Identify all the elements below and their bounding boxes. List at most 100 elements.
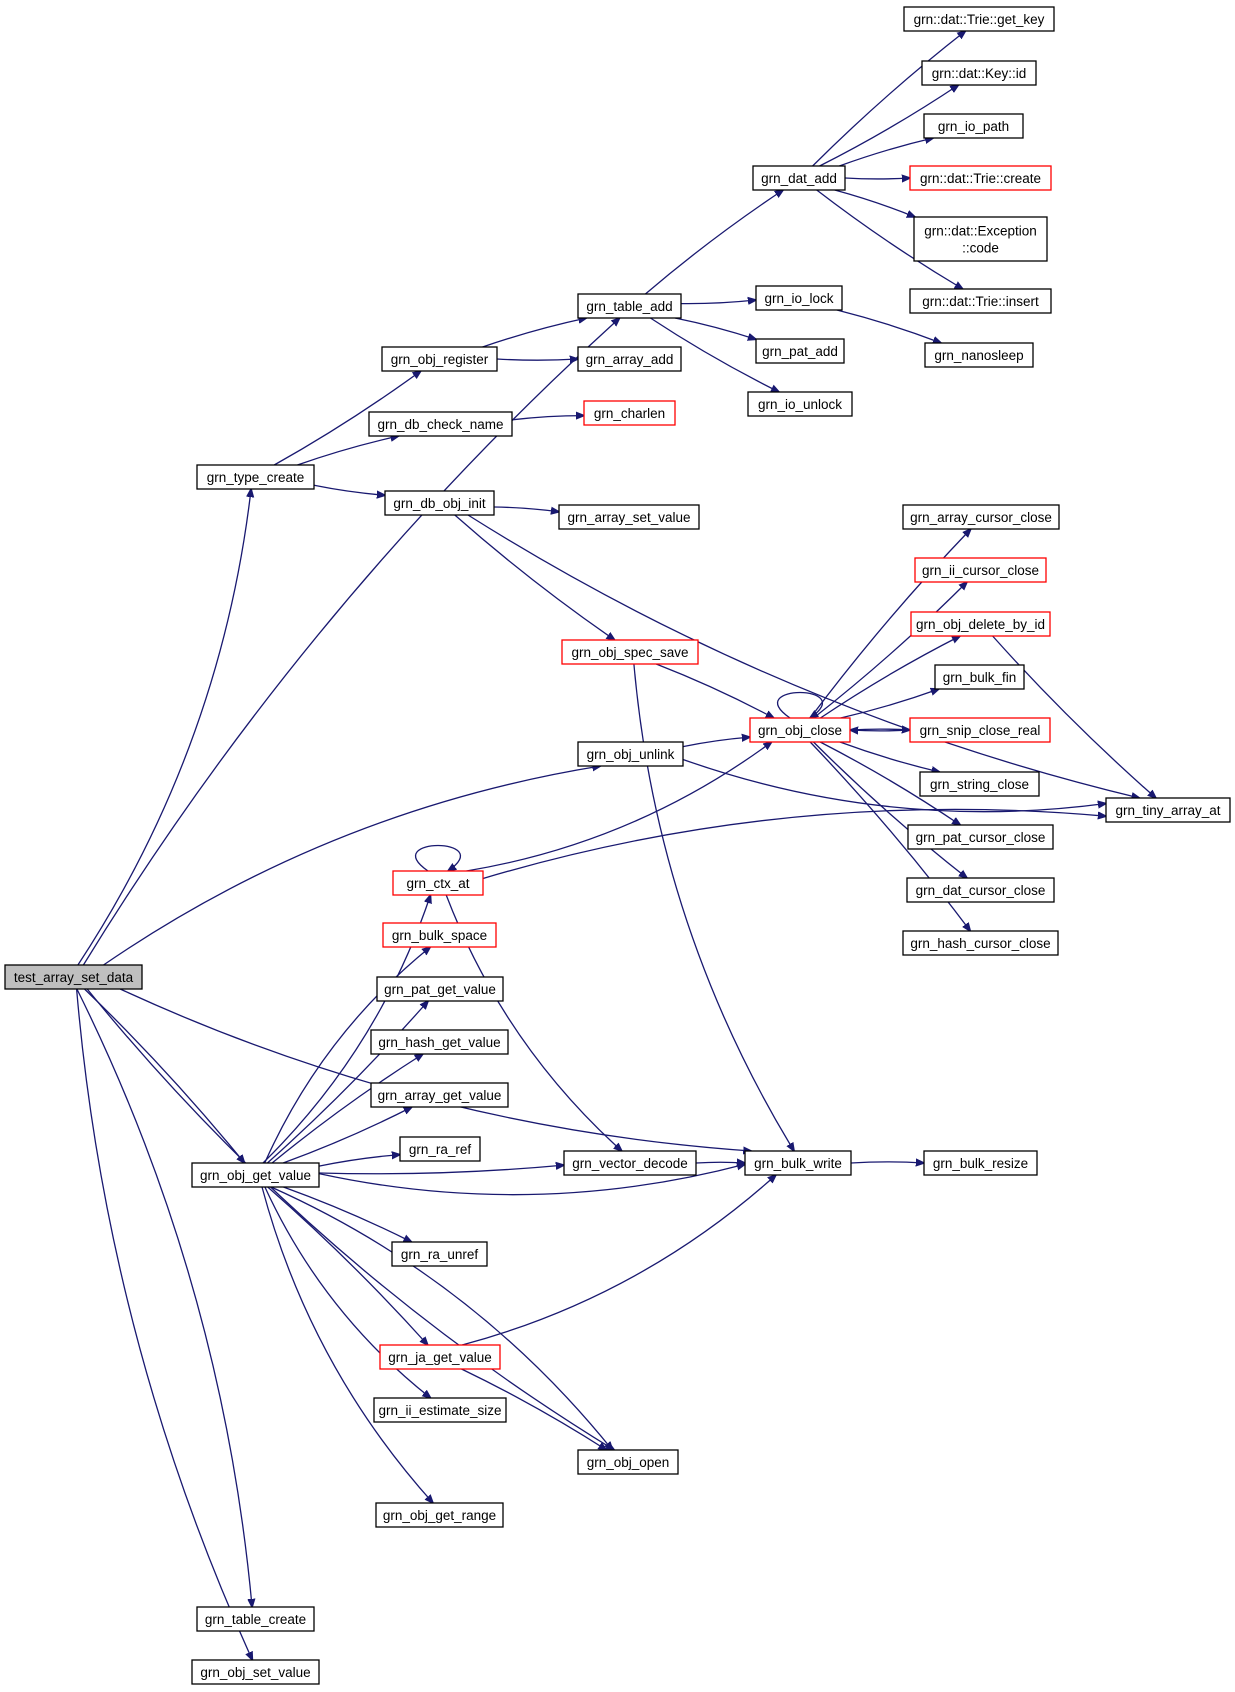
node-box bbox=[376, 976, 504, 1002]
node-grn_array_set_value[interactable]: grn_array_set_value bbox=[558, 504, 700, 530]
node-label: grn_bulk_space bbox=[392, 928, 487, 943]
node-grn_snip_close_real[interactable]: grn_snip_close_real bbox=[909, 717, 1051, 743]
node-box bbox=[399, 1136, 481, 1162]
edge-grn_obj_get_value-to-grn_ja_get_value bbox=[267, 1186, 428, 1345]
node-grn_array_cursor_close[interactable]: grn_array_cursor_close bbox=[902, 504, 1060, 530]
node-label: grn_pat_get_value bbox=[384, 982, 496, 997]
node-label: grn::dat::Trie::get_key bbox=[914, 12, 1045, 27]
node-box bbox=[370, 1082, 509, 1108]
node-grn_dat_key_id[interactable]: grn::dat::Key::id bbox=[921, 60, 1037, 86]
node-grn_bulk_fin[interactable]: grn_bulk_fin bbox=[934, 664, 1025, 690]
node-box bbox=[752, 165, 846, 191]
node-grn_bulk_write[interactable]: grn_bulk_write bbox=[744, 1150, 852, 1176]
node-grn_ii_cursor_close[interactable]: grn_ii_cursor_close bbox=[914, 557, 1047, 583]
node-grn_ra_ref[interactable]: grn_ra_ref bbox=[399, 1136, 481, 1162]
node-label: grn_array_get_value bbox=[378, 1088, 502, 1103]
node-grn_tiny_array_at[interactable]: grn_tiny_array_at bbox=[1105, 797, 1231, 823]
edge-grn_dat_add-to-grn_dat_key_id bbox=[819, 85, 959, 167]
edge-grn_obj_close-to-grn_obj_close bbox=[776, 691, 824, 719]
node-grn_dat_exception_code[interactable]: grn::dat::Exception::code bbox=[913, 216, 1048, 262]
node-box bbox=[902, 504, 1060, 530]
node-grn_ja_get_value[interactable]: grn_ja_get_value bbox=[379, 1344, 501, 1370]
node-grn_hash_cursor_close[interactable]: grn_hash_cursor_close bbox=[902, 930, 1059, 956]
node-grn_string_close[interactable]: grn_string_close bbox=[919, 771, 1040, 797]
node-grn_dat_trie_create[interactable]: grn::dat::Trie::create bbox=[909, 165, 1052, 191]
node-grn_nanosleep[interactable]: grn_nanosleep bbox=[924, 342, 1034, 368]
node-grn_pat_get_value[interactable]: grn_pat_get_value bbox=[376, 976, 504, 1002]
node-box bbox=[921, 60, 1037, 86]
node-grn_dat_cursor_close[interactable]: grn_dat_cursor_close bbox=[906, 877, 1055, 903]
node-label: grn_table_add bbox=[586, 299, 672, 314]
edge-grn_obj_close-to-grn_obj_delete_by_id bbox=[820, 636, 960, 719]
edge-grn_io_lock-to-grn_nanosleep bbox=[836, 309, 941, 343]
edge-test_array_set_data-to-grn_table_add bbox=[82, 318, 619, 966]
node-grn_dat_add[interactable]: grn_dat_add bbox=[752, 165, 846, 191]
edge-test_array_set_data-to-grn_obj_unlink bbox=[103, 766, 601, 966]
node-grn_table_add[interactable]: grn_table_add bbox=[577, 293, 682, 319]
node-grn_obj_get_value[interactable]: grn_obj_get_value bbox=[191, 1162, 320, 1188]
node-grn_array_add[interactable]: grn_array_add bbox=[577, 346, 682, 372]
node-grn_obj_open[interactable]: grn_obj_open bbox=[577, 1449, 679, 1475]
node-box bbox=[906, 877, 1055, 903]
node-grn_charlen[interactable]: grn_charlen bbox=[583, 400, 676, 426]
node-label: grn_io_path bbox=[938, 119, 1009, 134]
node-grn_dat_trie_get_key[interactable]: grn::dat::Trie::get_key bbox=[903, 6, 1055, 32]
node-box bbox=[583, 400, 676, 426]
edge-grn_obj_unlink-to-grn_tiny_array_at bbox=[682, 758, 1106, 813]
node-grn_array_get_value[interactable]: grn_array_get_value bbox=[370, 1082, 509, 1108]
node-label: grn::dat::Trie::create bbox=[920, 171, 1041, 186]
node-grn_table_create[interactable]: grn_table_create bbox=[196, 1606, 315, 1632]
node-grn_bulk_resize[interactable]: grn_bulk_resize bbox=[923, 1150, 1038, 1176]
edge-grn_obj_close-to-grn_pat_cursor_close bbox=[819, 741, 960, 825]
edge-grn_ctx_at-to-grn_tiny_array_at bbox=[482, 808, 1106, 880]
edge-grn_obj_close-to-grn_string_close bbox=[839, 741, 940, 772]
edge-grn_obj_get_value-to-grn_array_get_value bbox=[282, 1107, 412, 1164]
node-grn_ctx_at[interactable]: grn_ctx_at bbox=[392, 870, 484, 896]
node-label: grn_io_unlock bbox=[758, 397, 842, 412]
node-grn_obj_unlink[interactable]: grn_obj_unlink bbox=[577, 741, 684, 767]
node-box bbox=[902, 930, 1059, 956]
node-box bbox=[370, 1029, 509, 1055]
node-grn_obj_delete_by_id[interactable]: grn_obj_delete_by_id bbox=[910, 611, 1051, 637]
node-box bbox=[563, 1150, 697, 1176]
edge-test_array_set_data-to-grn_table_create bbox=[76, 988, 252, 1607]
node-label: grn_ii_cursor_close bbox=[922, 563, 1039, 578]
edge-grn_dat_add-to-grn_dat_trie_get_key bbox=[812, 31, 966, 167]
node-grn_io_path[interactable]: grn_io_path bbox=[923, 113, 1024, 139]
edge-grn_obj_get_value-to-grn_vector_decode bbox=[318, 1165, 564, 1175]
edge-grn_ctx_at-to-grn_ctx_at bbox=[414, 844, 462, 872]
node-label: grn_obj_delete_by_id bbox=[916, 617, 1045, 632]
node-box bbox=[4, 964, 143, 990]
node-grn_obj_spec_save[interactable]: grn_obj_spec_save bbox=[561, 639, 699, 665]
edge-grn_type_create-to-grn_db_obj_init bbox=[313, 484, 385, 495]
node-grn_obj_get_range[interactable]: grn_obj_get_range bbox=[375, 1502, 504, 1528]
edge-grn_obj_register-to-grn_array_add bbox=[496, 359, 578, 360]
node-grn_io_lock[interactable]: grn_io_lock bbox=[755, 285, 843, 311]
node-grn_db_obj_init[interactable]: grn_db_obj_init bbox=[384, 490, 495, 516]
node-label: grn_string_close bbox=[930, 777, 1029, 792]
edge-grn_dat_add-to-grn_dat_trie_create bbox=[844, 178, 910, 179]
node-grn_hash_get_value[interactable]: grn_hash_get_value bbox=[370, 1029, 509, 1055]
edge-grn_snip_close_real-to-grn_obj_close bbox=[850, 730, 911, 731]
edge-grn_obj_get_value-to-grn_obj_open bbox=[270, 1186, 612, 1450]
node-grn_dat_trie_insert[interactable]: grn::dat::Trie::insert bbox=[909, 288, 1052, 314]
node-label: grn_db_obj_init bbox=[393, 496, 486, 511]
node-box bbox=[368, 411, 513, 437]
node-box bbox=[923, 1150, 1038, 1176]
node-grn_io_unlock[interactable]: grn_io_unlock bbox=[747, 391, 853, 417]
node-grn_ra_unref[interactable]: grn_ra_unref bbox=[391, 1241, 488, 1267]
node-grn_ii_estimate_size[interactable]: grn_ii_estimate_size bbox=[373, 1397, 507, 1423]
node-grn_db_check_name[interactable]: grn_db_check_name bbox=[368, 411, 513, 437]
node-box bbox=[577, 741, 684, 767]
node-grn_pat_cursor_close[interactable]: grn_pat_cursor_close bbox=[907, 824, 1054, 850]
node-box bbox=[379, 1344, 501, 1370]
node-grn_obj_set_value[interactable]: grn_obj_set_value bbox=[191, 1659, 320, 1685]
edge-grn_ctx_at-to-grn_obj_close bbox=[466, 742, 771, 872]
node-grn_vector_decode[interactable]: grn_vector_decode bbox=[563, 1150, 697, 1176]
node-grn_type_create[interactable]: grn_type_create bbox=[196, 464, 315, 490]
node-grn_obj_register[interactable]: grn_obj_register bbox=[381, 346, 498, 372]
node-grn_pat_add[interactable]: grn_pat_add bbox=[755, 338, 845, 364]
node-test_array_set_data[interactable]: test_array_set_data bbox=[4, 964, 143, 990]
node-grn_bulk_space[interactable]: grn_bulk_space bbox=[382, 922, 497, 948]
node-grn_obj_close[interactable]: grn_obj_close bbox=[749, 717, 851, 743]
